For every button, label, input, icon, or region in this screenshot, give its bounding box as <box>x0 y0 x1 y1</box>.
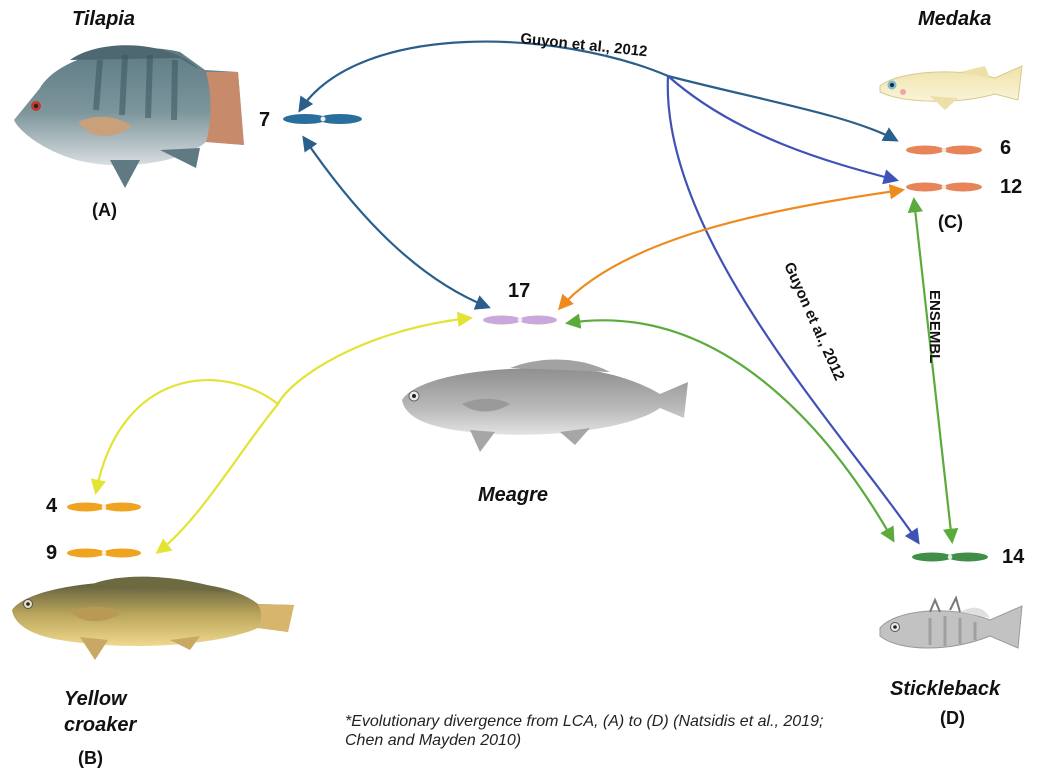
croaker-meagre-links <box>96 318 470 552</box>
chromosome-tilapia-7 <box>283 114 362 124</box>
guyon-top-label: Guyon et al., 2012 <box>520 30 649 60</box>
stickleback-panel-label: (D) <box>940 708 965 729</box>
croaker-chromosome-4: 4 <box>46 495 57 518</box>
footnote: *Evolutionary divergence from LCA, (A) t… <box>345 712 845 750</box>
chromosome-medaka-12 <box>906 183 982 192</box>
chromosome-meagre-17 <box>483 316 557 325</box>
yellow-croaker-illustration <box>12 577 294 660</box>
croaker-chromosome-9: 9 <box>46 542 57 565</box>
tilapia-medaka-link <box>300 42 896 140</box>
guyon-diagonal-label: Guyon et al., 2012 <box>780 260 847 383</box>
guyon-links <box>668 76 918 542</box>
chromosome-stickleback-14 <box>912 553 988 562</box>
meagre-chromosome-17: 17 <box>508 280 530 303</box>
stickleback-chromosome-14: 14 <box>1002 546 1024 569</box>
meagre-name: Meagre <box>478 484 548 507</box>
medaka-meagre-link <box>560 190 902 308</box>
tilapia-name: Tilapia <box>72 8 135 31</box>
chromosome-medaka-6 <box>906 146 982 155</box>
chromosome-croaker-4 <box>67 503 141 512</box>
tilapia-chromosome-number: 7 <box>259 109 270 132</box>
chromosome-croaker-9 <box>67 549 141 558</box>
ensembl-label: ENSEMBL <box>926 290 943 363</box>
stickleback-name: Stickleback <box>890 678 1000 701</box>
medaka-illustration <box>880 66 1022 110</box>
tilapia-illustration <box>14 45 244 188</box>
medaka-panel-label: (C) <box>938 212 963 233</box>
medaka-name: Medaka <box>918 8 991 31</box>
meagre-illustration <box>402 359 688 452</box>
yellow-croaker-name: Yellow croaker <box>64 686 160 738</box>
yellow-croaker-panel-label: (B) <box>78 748 103 769</box>
medaka-chromosome-12: 12 <box>1000 176 1022 199</box>
stickleback-illustration <box>880 598 1022 648</box>
stickleback-links <box>568 200 952 541</box>
tilapia-meagre-link <box>304 138 488 307</box>
tilapia-panel-label: (A) <box>92 200 117 221</box>
medaka-chromosome-6: 6 <box>1000 137 1011 160</box>
